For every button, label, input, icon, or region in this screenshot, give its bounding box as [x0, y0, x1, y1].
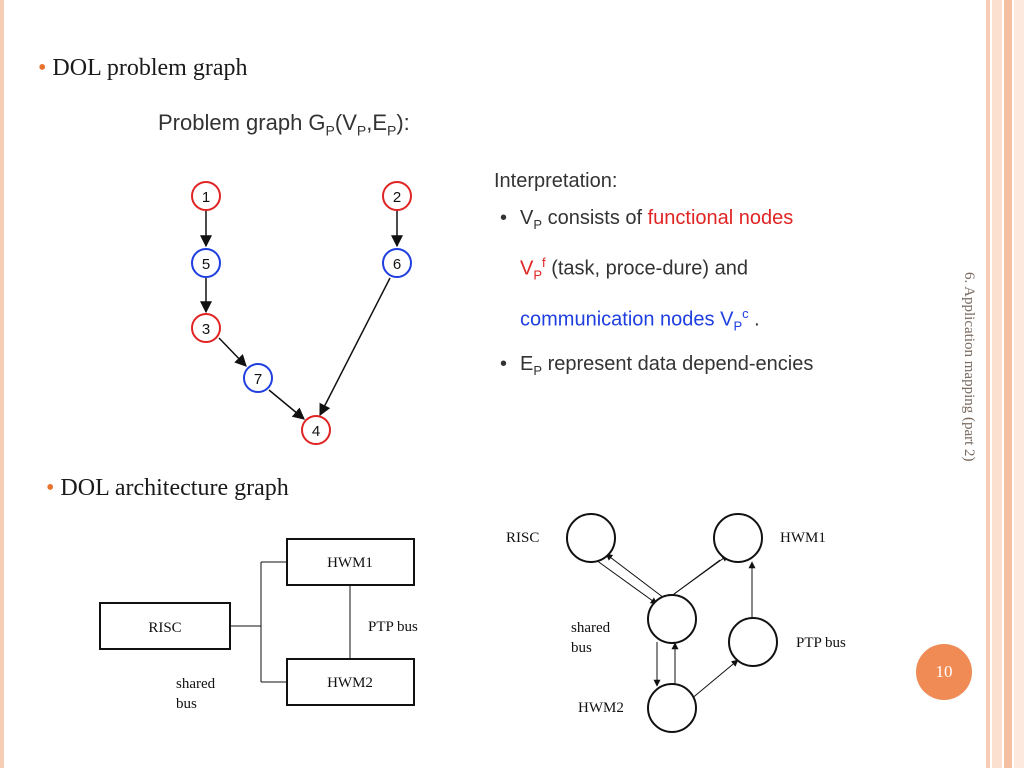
item1-b: (task, proce-dure) and	[545, 257, 748, 280]
item1-c-sub: P	[733, 318, 743, 334]
bullet-architecture-graph: •DOL architecture graph	[46, 475, 289, 502]
item1-v: V	[520, 207, 534, 229]
hwm1-box-label: HWM1	[327, 555, 373, 571]
item1-end: .	[748, 308, 760, 331]
stripe-3	[1004, 0, 1012, 768]
interpretation-box: Interpretation: • VP consists of functio…	[494, 170, 814, 390]
label-shared-bus-2: bus	[571, 640, 592, 656]
shared-bus-label-2: bus	[176, 696, 197, 712]
pg-title-close: ):	[396, 110, 410, 135]
bullet-dot: •	[500, 207, 508, 229]
item1-f-sup: f	[542, 255, 546, 270]
node-4: 4	[301, 415, 331, 445]
stripe-4	[1014, 0, 1024, 768]
label-hwm1: HWM1	[780, 530, 826, 546]
edge-hwm2-to-ptp	[689, 659, 739, 701]
node-6-label: 6	[393, 256, 401, 273]
problem-graph-title: Problem graph GP(VP,EP):	[158, 110, 410, 138]
item1-functional: functional nodes V	[520, 207, 794, 280]
page-number-badge: 10	[916, 644, 972, 700]
bullet-problem-graph: •DOL problem graph	[38, 55, 247, 82]
label-hwm2: HWM2	[578, 700, 624, 716]
node-shared-bus	[647, 594, 697, 644]
edge-6-4	[319, 277, 391, 417]
interpretation-item-nodes: • VP consists of functional nodes VPf (t…	[494, 199, 814, 345]
pg-title-main: Problem graph G	[158, 110, 326, 135]
shared-bus-label-1: shared	[176, 676, 216, 692]
item1-a: consists of	[542, 207, 648, 229]
bullet-dot: •	[38, 55, 47, 81]
interpretation-item-edges: • EP represent data depend-encies	[494, 345, 814, 390]
pg-title-sub-e: P	[387, 122, 397, 139]
interpretation-heading: Interpretation:	[494, 170, 618, 192]
pg-title-sub-v: P	[356, 122, 367, 139]
pg-title-comma: ,E	[366, 110, 388, 135]
label-risc: RISC	[506, 530, 539, 546]
node-1: 1	[191, 181, 221, 211]
bullet-dot: •	[500, 353, 508, 376]
node-6: 6	[382, 248, 412, 278]
stripe-1	[986, 0, 990, 768]
bullet-dot: •	[46, 475, 55, 501]
edge-risc-to-bus	[595, 559, 658, 605]
node-ptp-bus	[728, 617, 778, 667]
node-5-label: 5	[202, 256, 210, 273]
edge-hwm1-to-bus	[665, 559, 721, 601]
item2-sub: P	[533, 363, 543, 379]
node-2: 2	[382, 181, 412, 211]
node-1-label: 1	[202, 189, 210, 206]
node-5: 5	[191, 248, 221, 278]
label-shared-bus-1: shared	[571, 620, 611, 636]
hwm1-box	[286, 538, 415, 586]
bullet-architecture-text: DOL architecture graph	[60, 475, 289, 501]
stripe-2	[992, 0, 1002, 768]
node-3: 3	[191, 313, 221, 343]
shared-bus-lines	[230, 561, 287, 683]
side-title: 6. Application mapping (part 2)	[961, 272, 977, 462]
item1-sub: P	[533, 217, 543, 232]
hwm2-box	[286, 658, 415, 706]
label-ptp-bus: PTP bus	[796, 635, 846, 651]
edge-7-4	[268, 389, 305, 420]
item1-f-sub: P	[533, 267, 543, 283]
pg-title-open: (V	[334, 110, 357, 135]
risc-box-label: RISC	[148, 620, 181, 636]
bullet-problem-text: DOL problem graph	[52, 55, 248, 81]
edge-3-7	[218, 337, 247, 367]
node-hwm1	[713, 513, 763, 563]
node-7: 7	[243, 363, 273, 393]
hwm2-box-label: HWM2	[327, 675, 373, 691]
ptp-bus-label: PTP bus	[368, 619, 418, 635]
item1-c-sup: c	[742, 305, 749, 321]
node-4-label: 4	[312, 423, 320, 440]
item1-communication: communication nodes V	[520, 308, 734, 331]
node-risc	[566, 513, 616, 563]
edge-bus-to-risc	[605, 553, 665, 599]
node-hwm2	[647, 683, 697, 733]
node-2-label: 2	[393, 189, 401, 206]
stripe-left	[0, 0, 4, 768]
pg-title-sub: P	[325, 122, 335, 139]
item2-e: E	[520, 353, 534, 376]
node-3-label: 3	[202, 321, 210, 338]
node-7-label: 7	[254, 371, 262, 388]
item2-text: represent data depend-encies	[542, 353, 814, 376]
page-number: 10	[935, 662, 953, 681]
